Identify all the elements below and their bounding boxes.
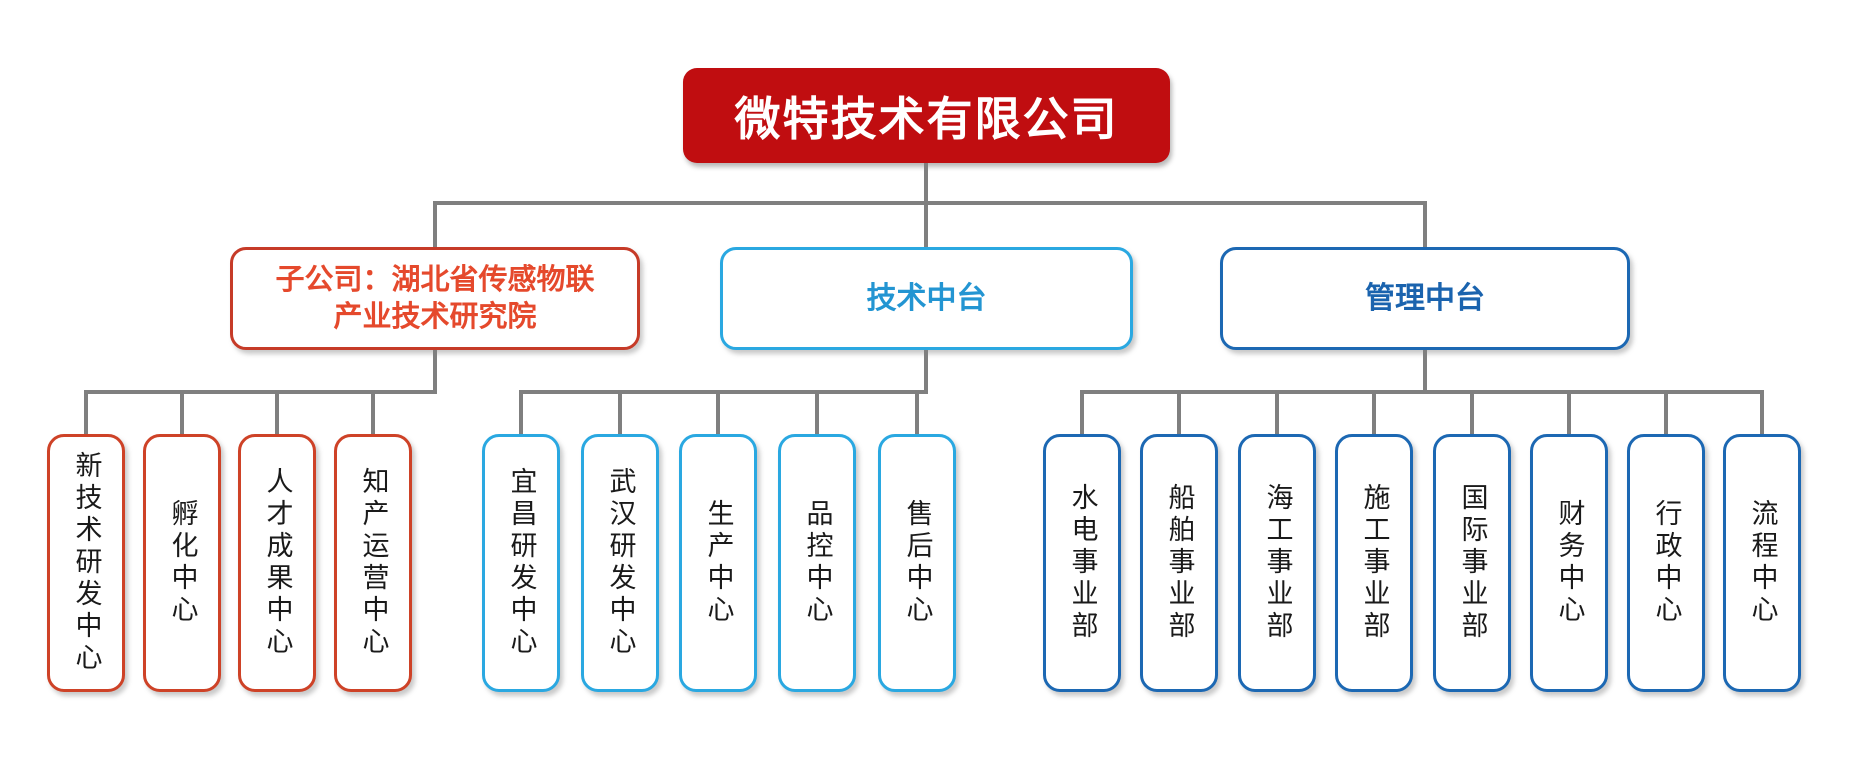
dept-node: 新技术研发中心 xyxy=(47,434,125,692)
root-node-label: 微特技术有限公司 xyxy=(734,92,1119,145)
connector-line xyxy=(519,390,928,394)
connector-line xyxy=(1372,392,1376,438)
connector-line xyxy=(371,392,375,438)
dept-node-label: 海工事业部 xyxy=(1262,483,1293,643)
connector-line xyxy=(1470,392,1474,438)
connector-line xyxy=(1177,392,1181,438)
dept-node: 品控中心 xyxy=(778,434,856,692)
connector-line xyxy=(1275,392,1279,438)
dept-node: 财务中心 xyxy=(1530,434,1608,692)
connector-line xyxy=(924,163,928,203)
connector-line xyxy=(915,392,919,438)
root-node-company: 微特技术有限公司 xyxy=(683,68,1170,163)
branch-node-management-platform: 管理中台 xyxy=(1220,247,1630,350)
branch-node-subsidiary: 子公司：湖北省传感物联 产业技术研究院 xyxy=(230,247,640,350)
dept-node: 人才成果中心 xyxy=(238,434,316,692)
connector-line xyxy=(180,392,184,438)
dept-node-label: 水电事业部 xyxy=(1067,483,1098,643)
dept-node-label: 孵化中心 xyxy=(167,499,198,627)
connector-line xyxy=(716,392,720,438)
branch-node-label-line2: 产业技术研究院 xyxy=(333,300,537,333)
connector-line xyxy=(433,201,1427,205)
dept-node: 国际事业部 xyxy=(1433,434,1511,692)
connector-line xyxy=(1080,390,1764,394)
dept-node-label: 宜昌研发中心 xyxy=(506,467,537,659)
dept-node: 孵化中心 xyxy=(143,434,221,692)
connector-line xyxy=(519,392,523,438)
dept-node-label: 人才成果中心 xyxy=(262,467,293,659)
dept-node-label: 知产运营中心 xyxy=(358,467,389,659)
dept-node-label: 新技术研发中心 xyxy=(71,451,102,675)
dept-node-label: 售后中心 xyxy=(902,499,933,627)
dept-node: 知产运营中心 xyxy=(334,434,412,692)
connector-line xyxy=(275,392,279,438)
connector-line xyxy=(618,392,622,438)
connector-line xyxy=(815,392,819,438)
dept-node: 行政中心 xyxy=(1627,434,1705,692)
connector-line xyxy=(924,350,928,392)
dept-node-label: 生产中心 xyxy=(703,499,734,627)
connector-line xyxy=(1423,350,1427,392)
connector-line xyxy=(433,203,437,247)
dept-node-label: 流程中心 xyxy=(1747,499,1778,627)
dept-node: 生产中心 xyxy=(679,434,757,692)
connector-line xyxy=(1664,392,1668,438)
connector-line xyxy=(924,203,928,247)
dept-node: 武汉研发中心 xyxy=(581,434,659,692)
dept-node-label: 船舶事业部 xyxy=(1164,483,1195,643)
dept-node: 水电事业部 xyxy=(1043,434,1121,692)
dept-node-label: 财务中心 xyxy=(1554,499,1585,627)
branch-node-label: 技术中台 xyxy=(866,281,987,315)
branch-node-tech-platform: 技术中台 xyxy=(720,247,1133,350)
connector-line xyxy=(1567,392,1571,438)
dept-node-label: 国际事业部 xyxy=(1457,483,1488,643)
connector-line xyxy=(1423,203,1427,247)
connector-line xyxy=(84,392,88,438)
connector-line xyxy=(1080,392,1084,438)
branch-node-label: 管理中台 xyxy=(1365,281,1485,315)
dept-node: 船舶事业部 xyxy=(1140,434,1218,692)
dept-node: 售后中心 xyxy=(878,434,956,692)
connector-line xyxy=(84,390,437,394)
connector-line xyxy=(433,350,437,392)
dept-node-label: 行政中心 xyxy=(1651,499,1682,627)
branch-node-label-line1: 子公司：湖北省传感物联 xyxy=(275,264,595,297)
dept-node-label: 武汉研发中心 xyxy=(605,467,636,659)
dept-node: 施工事业部 xyxy=(1335,434,1413,692)
dept-node: 海工事业部 xyxy=(1238,434,1316,692)
dept-node: 宜昌研发中心 xyxy=(482,434,560,692)
dept-node-label: 品控中心 xyxy=(802,499,833,627)
connector-line xyxy=(1760,392,1764,438)
dept-node-label: 施工事业部 xyxy=(1359,483,1390,643)
dept-node: 流程中心 xyxy=(1723,434,1801,692)
